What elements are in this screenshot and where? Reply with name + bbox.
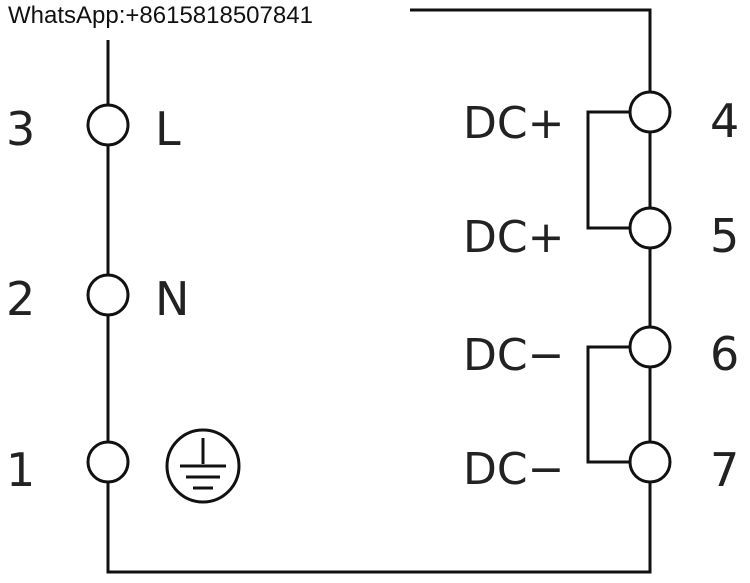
terminal-label-dc-plus-5: DC+ [463, 212, 564, 263]
bridge-wire-dc-plus [586, 110, 632, 230]
terminal-7-circle [628, 440, 672, 484]
terminal-3-circle [86, 103, 130, 147]
ground-icon [165, 428, 241, 504]
outer-wire [106, 8, 652, 574]
terminal-number-4: 4 [710, 94, 739, 148]
terminal-number-2: 2 [6, 272, 35, 326]
terminal-1-circle [86, 440, 130, 484]
terminal-label-n: N [155, 272, 189, 326]
watermark-text: WhatsApp:+8615818507841 [6, 2, 315, 30]
terminal-number-7: 7 [710, 443, 739, 497]
terminal-6-circle [628, 325, 672, 369]
terminal-number-5: 5 [710, 209, 739, 263]
terminal-label-dc-plus-4: DC+ [463, 98, 564, 149]
terminal-5-circle [628, 206, 672, 250]
bridge-wire-dc-minus [586, 345, 632, 464]
terminal-label-dc-minus-6: DC− [463, 330, 564, 381]
terminal-number-1: 1 [6, 443, 35, 497]
terminal-2-circle [86, 273, 130, 317]
terminal-label-dc-minus-7: DC− [463, 444, 564, 495]
terminal-label-l: L [155, 102, 181, 156]
terminal-number-3: 3 [6, 102, 35, 156]
terminal-number-6: 6 [710, 327, 739, 381]
terminal-4-circle [628, 90, 672, 134]
